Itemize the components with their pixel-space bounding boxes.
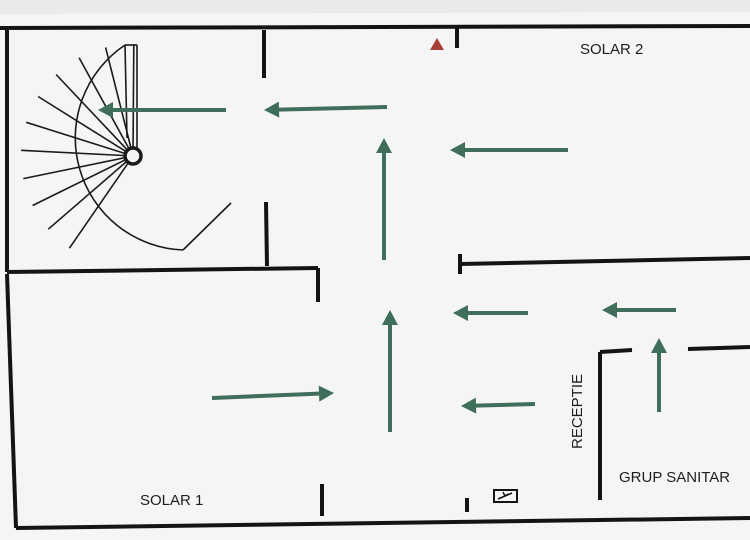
stair-tread [25,121,134,157]
label-receptie: RECEPTIE [569,374,586,449]
exit-direction-arrow-icon [453,305,528,321]
exit-direction-arrow-icon [651,338,667,412]
interior-walls [6,28,750,516]
exit-direction-arrow-icon [602,302,676,318]
arrow-head [453,305,468,321]
stair-tread [23,155,134,180]
spiral-staircase-icon [21,43,232,251]
label-solar-2: SOLAR 2 [580,41,643,58]
wall-sanitar-top-right [687,345,750,351]
arrow-head [450,142,465,158]
stair-tread [104,47,134,157]
wall-solar1-top [6,266,319,274]
stair-center-pole [123,146,143,166]
outer-wall-bottom [15,516,750,530]
outer-wall-left-lower [5,273,18,529]
stair-outer-arc [74,44,184,251]
stair-tread [132,43,135,157]
arrow-shaft [211,391,320,400]
exit-direction-arrow-icon [382,310,398,432]
arrow-head [602,302,617,318]
stair-tread [55,73,134,157]
stair-tread [68,155,134,249]
arrow-head [376,138,392,153]
exit-direction-arrow-icon [98,102,226,118]
stair-tread [21,149,134,157]
exit-direction-arrow-icon [450,142,568,158]
stair-tread [47,155,134,230]
arrow-head [264,101,280,118]
arrow-shaft [475,402,536,408]
emergency-exit-sign-icon [493,489,518,503]
stair-tread [37,95,134,157]
outer-wall [0,24,750,30]
wall-solar2-bottom [459,256,750,266]
wall-stair-right-bottom [264,201,269,267]
arrow-head [98,102,113,118]
arrow-head [461,397,477,414]
exit-direction-arrow-icon [461,397,536,414]
exit-direction-arrow-icon [211,385,334,402]
arrow-shaft [278,105,388,112]
label-grup-sanitar: GRUP SANITAR [619,469,730,486]
label-solar-1: SOLAR 1 [140,492,203,509]
fire-extinguisher-marker-icon [430,38,444,50]
stair-treads [21,43,135,249]
stair-landing-edge [182,202,232,251]
stair-tread [32,155,134,207]
wall-sanitar-top-left [599,348,633,354]
arrow-head [382,310,398,325]
arrow-head [318,385,334,402]
paper-sheet [0,12,750,540]
evacuation-arrows [98,101,676,432]
arrow-head [651,338,667,353]
exit-direction-arrow-icon [264,101,388,118]
exit-direction-arrow-icon [376,138,392,260]
